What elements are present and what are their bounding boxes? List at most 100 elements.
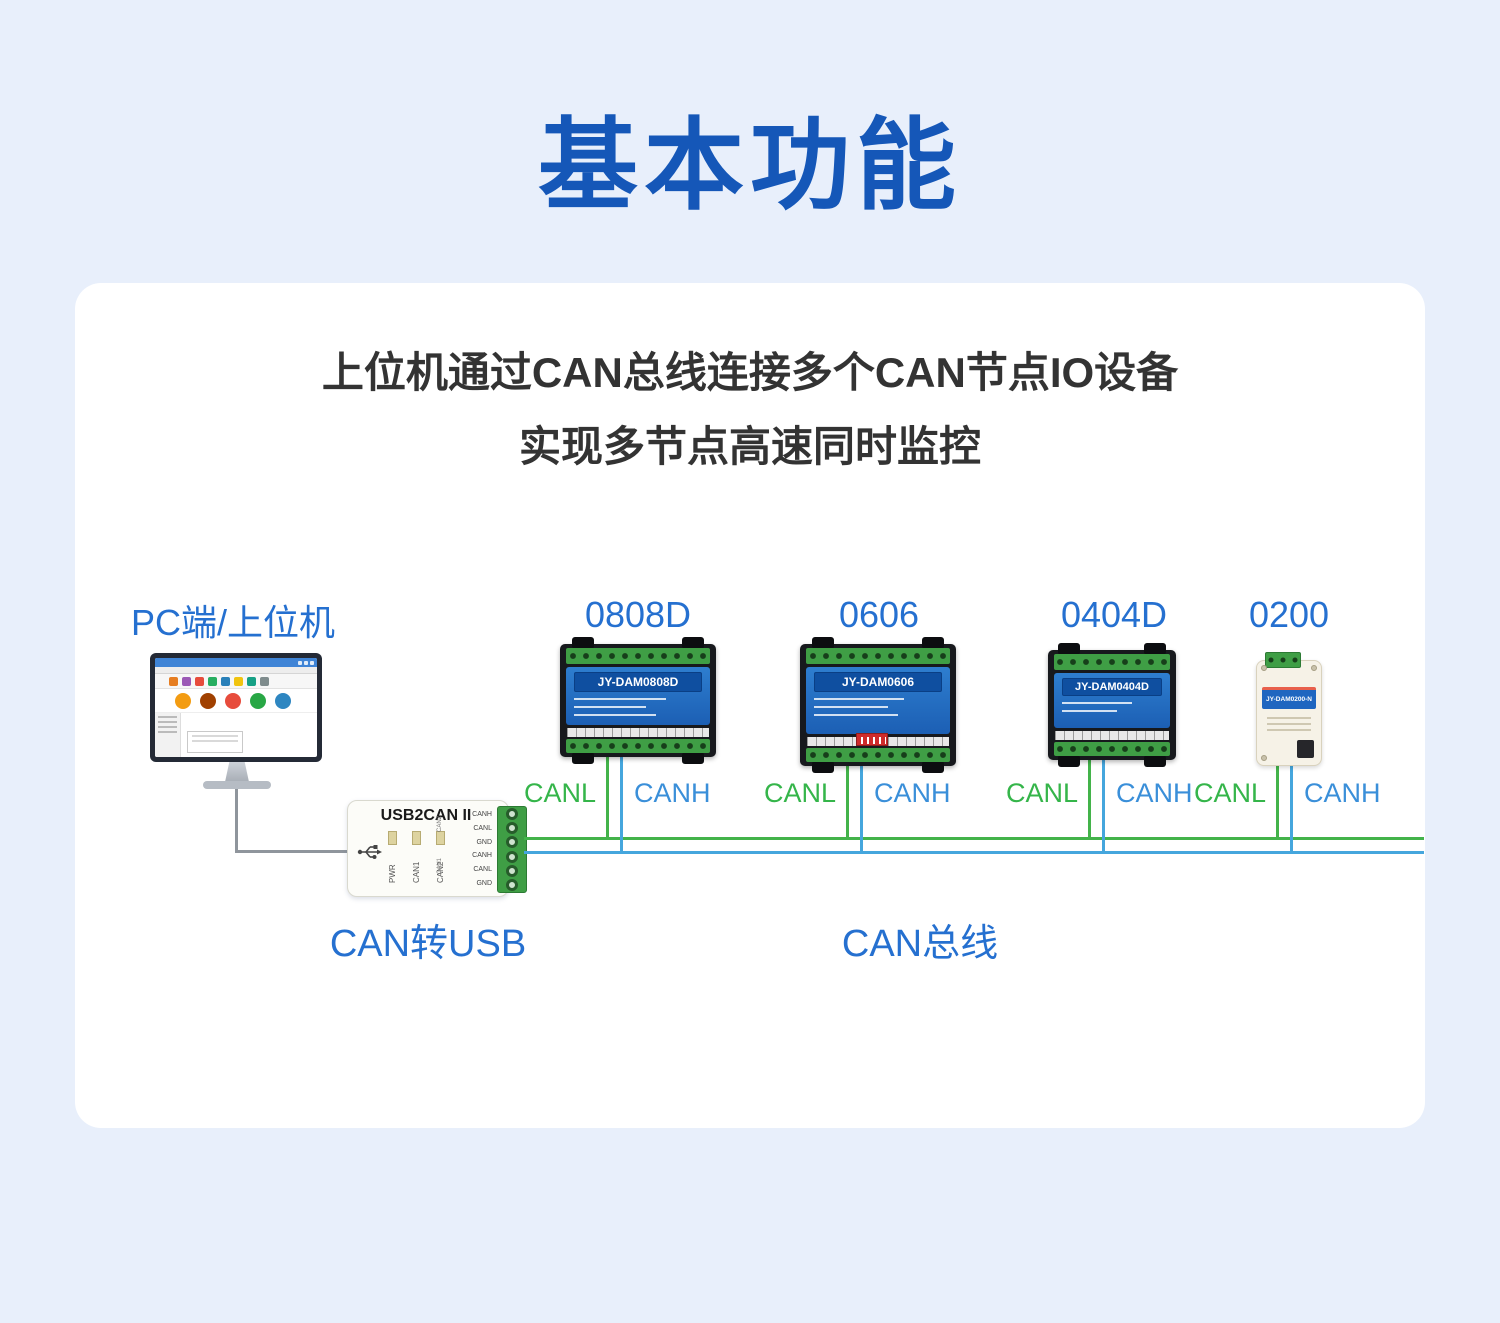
toolbar-icon xyxy=(182,676,191,686)
toolbar-icon xyxy=(234,676,243,686)
module-panel: JY-DAM0808D xyxy=(566,667,710,725)
canl-label-0200: CANL xyxy=(1193,778,1266,808)
round-button-icon xyxy=(275,692,291,709)
canh-drop-0404d xyxy=(1102,758,1105,854)
pc-monitor xyxy=(150,653,322,762)
toolbar-icon xyxy=(221,676,230,686)
module-label-0404d: 0404D xyxy=(1060,594,1168,635)
sidebar-line xyxy=(158,716,177,718)
module-model-text: JY-DAM0404D xyxy=(1062,678,1162,696)
toolbar-icon xyxy=(169,676,178,686)
io-module-0404d: JY-DAM0404D xyxy=(1048,643,1176,767)
case-screw xyxy=(1261,665,1267,671)
panel-text-line xyxy=(814,698,904,700)
toolbar-icon xyxy=(247,676,256,686)
pin-group-label-can2: CAN2 xyxy=(437,815,444,833)
canl-drop-0808d xyxy=(606,755,609,840)
toolbar-icon xyxy=(260,676,269,686)
canl-label-0808d: CANL xyxy=(523,778,596,808)
pin-label: CANH xyxy=(472,811,492,818)
usb2can-title: USB2CAN II xyxy=(380,807,472,824)
toolbar-icon xyxy=(208,676,217,686)
description-line-2: 实现多节点高速同时监控 xyxy=(518,423,981,470)
can-bus-line-canl xyxy=(524,837,1424,840)
canl-label-0404d: CANL xyxy=(1005,778,1078,808)
description: 上位机通过CAN总线连接多个CAN节点IO设备 实现多节点高速同时监控 xyxy=(0,336,1500,484)
pin-label: CANL xyxy=(473,866,492,874)
module-label-0606: 0606 xyxy=(838,594,920,635)
terminal-strip-top xyxy=(566,648,710,664)
panel-text-line xyxy=(814,706,889,708)
page-title: 基本功能 xyxy=(538,110,962,222)
bus-caption: CAN总线 xyxy=(841,923,999,965)
pc-usb-wire-vertical xyxy=(235,789,238,852)
case-screw xyxy=(1311,665,1317,671)
panel-text-line xyxy=(1062,710,1117,712)
mounting-ear xyxy=(812,637,834,649)
module-front: JY-DAM0404D xyxy=(1054,654,1170,756)
round-button-icon xyxy=(250,692,266,709)
mounting-ear xyxy=(1058,755,1080,767)
pin-group-label-can1: CAN1 xyxy=(437,857,444,875)
terminal-screw xyxy=(506,864,518,877)
mounting-ear xyxy=(682,752,704,764)
canh-label-0200: CANH xyxy=(1304,778,1381,808)
mounting-ear xyxy=(922,761,944,773)
led-can1 xyxy=(412,831,421,845)
terminal-number-strip xyxy=(567,728,709,737)
sidebar-line xyxy=(158,726,177,728)
sidebar-line xyxy=(158,731,177,733)
can-bus-line-canh xyxy=(524,851,1424,854)
mounting-ear xyxy=(812,761,834,773)
io-module-0606: JY-DAM0606 xyxy=(800,637,956,773)
terminal-screw xyxy=(506,808,518,821)
canl-drop-0200 xyxy=(1276,764,1279,840)
round-button-icon xyxy=(175,692,191,709)
usb2can-device: USB2CAN II PWR CAN1 CAN2 CANH CANL GND xyxy=(347,800,527,897)
software-body xyxy=(155,713,317,757)
terminal-pin-labels: CANH CANL GND CANH CANL GND xyxy=(446,808,492,891)
pin-label: GND xyxy=(476,879,492,887)
monitor-stand-base xyxy=(203,781,271,789)
window-control-dot xyxy=(298,660,302,665)
terminal-screw xyxy=(506,836,518,849)
terminal-screw xyxy=(506,878,518,891)
module-model-text: JY-DAM0808D xyxy=(574,672,702,692)
canh-label-0808d: CANH xyxy=(634,778,711,808)
mounting-ear xyxy=(1058,643,1080,655)
terminal-strip-top xyxy=(1054,654,1170,670)
pc-usb-wire-horizontal xyxy=(235,850,349,853)
terminal-screw xyxy=(506,850,518,863)
mounting-ear xyxy=(1144,755,1166,767)
description-line-1: 上位机通过CAN总线连接多个CAN节点IO设备 xyxy=(321,349,1179,396)
window-menubar xyxy=(155,667,317,674)
panel-text-line xyxy=(574,698,667,700)
module-panel: JY-DAM0606 xyxy=(806,667,950,734)
mounting-ear xyxy=(682,637,704,649)
mounting-ear xyxy=(922,637,944,649)
terminal-strip-bottom xyxy=(566,739,710,753)
led-can2 xyxy=(436,831,445,845)
module-model-text: JY-DAM0606 xyxy=(814,672,942,692)
monitor-screen xyxy=(155,658,317,757)
led-label-pwr: PWR xyxy=(388,864,397,883)
pin-label: CANL xyxy=(473,824,492,832)
io-module-0200: JY-DAM0200-N xyxy=(1256,652,1322,766)
terminal-strip-bottom xyxy=(806,748,950,762)
canh-drop-0606 xyxy=(860,764,863,854)
canh-drop-0808d xyxy=(620,755,623,854)
panel-text-line xyxy=(1267,729,1311,731)
terminal-strip-top xyxy=(1265,652,1301,668)
window-titlebar xyxy=(155,658,317,667)
canl-label-0606: CANL xyxy=(763,778,836,808)
terminal-strip-bottom xyxy=(1054,742,1170,756)
mounting-ear xyxy=(1144,643,1166,655)
canl-drop-0404d xyxy=(1088,758,1091,840)
window-control-dot xyxy=(310,660,314,665)
module-label-0200: 0200 xyxy=(1248,594,1330,635)
software-buttons-row xyxy=(155,689,317,713)
round-button-icon xyxy=(200,692,216,709)
log-line xyxy=(192,735,238,737)
toolbar-icon xyxy=(195,676,204,686)
